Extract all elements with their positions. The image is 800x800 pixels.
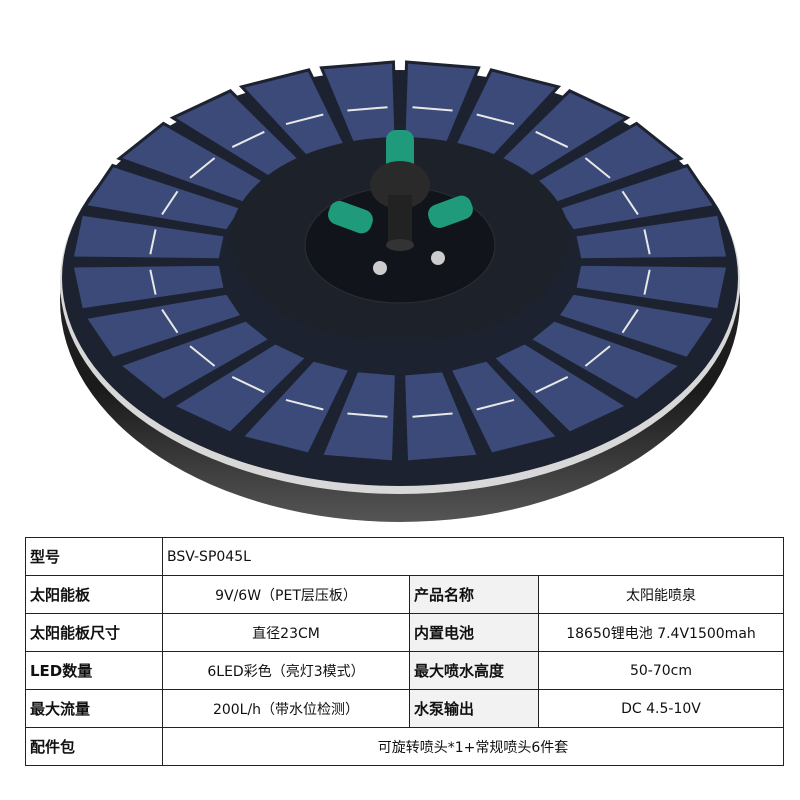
table-row: LED数量 6LED彩色（亮灯3模式） 最大喷水高度 50-70cm bbox=[25, 651, 784, 690]
spec-value: DC 4.5-10V bbox=[538, 689, 784, 728]
table-row: 太阳能板尺寸 直径23CM 内置电池 18650锂电池 7.4V1500mah bbox=[25, 613, 784, 652]
cell-busbar bbox=[161, 308, 179, 334]
solar-cell bbox=[169, 341, 310, 435]
cell-busbar bbox=[643, 269, 651, 295]
solar-panel-segments bbox=[70, 60, 730, 464]
cell-busbar bbox=[535, 376, 569, 394]
spec-value: 18650锂电池 7.4V1500mah bbox=[538, 613, 784, 652]
spec-label: 最大流量 bbox=[25, 689, 163, 728]
solar-cell bbox=[70, 212, 228, 262]
spec-value: 太阳能喷泉 bbox=[538, 575, 784, 614]
spec-label: 最大喷水高度 bbox=[409, 651, 539, 690]
spec-table: 型号 BSV-SP045L 太阳能板 9V/6W（PET层压板） 产品名称 太阳… bbox=[25, 537, 784, 766]
solar-cell bbox=[572, 262, 730, 312]
cell-busbar bbox=[412, 106, 453, 112]
spec-value: 直径23CM bbox=[162, 613, 410, 652]
solar-cell bbox=[402, 369, 481, 464]
cell-busbar bbox=[621, 308, 639, 334]
spec-value: 可旋转喷头*1+常规喷头6件套 bbox=[162, 727, 784, 766]
cell-busbar bbox=[189, 345, 216, 367]
solar-cell bbox=[82, 291, 245, 361]
nozzle-assembly bbox=[328, 130, 473, 275]
cell-busbar bbox=[476, 398, 515, 411]
cell-busbar bbox=[161, 190, 179, 216]
cell-busbar bbox=[149, 229, 157, 255]
cell-busbar bbox=[231, 376, 265, 394]
cell-busbar bbox=[347, 412, 388, 418]
solar-cell bbox=[319, 369, 398, 464]
table-row: 太阳能板 9V/6W（PET层压板） 产品名称 太阳能喷泉 bbox=[25, 575, 784, 614]
solar-cell bbox=[116, 318, 273, 403]
spec-label: 太阳能板 bbox=[25, 575, 163, 614]
solar-cell bbox=[555, 163, 718, 233]
spec-label: 水泵输出 bbox=[409, 689, 539, 728]
spec-label: 太阳能板尺寸 bbox=[25, 613, 163, 652]
cell-busbar bbox=[285, 398, 324, 411]
solar-cell bbox=[238, 358, 353, 456]
solar-cell bbox=[490, 341, 631, 435]
solar-cell bbox=[447, 358, 562, 456]
cell-busbar bbox=[149, 269, 157, 295]
cell-busbar bbox=[189, 157, 216, 179]
cell-busbar bbox=[476, 113, 515, 126]
spec-value: 50-70cm bbox=[538, 651, 784, 690]
table-row: 配件包 可旋转喷头*1+常规喷头6件套 bbox=[25, 727, 784, 766]
cell-busbar bbox=[584, 157, 611, 179]
cell-busbar bbox=[347, 106, 388, 112]
spec-value: 6LED彩色（亮灯3模式） bbox=[162, 651, 410, 690]
solar-cell bbox=[70, 262, 228, 312]
cell-busbar bbox=[643, 229, 651, 255]
spec-value: 200L/h（带水位检测） bbox=[162, 689, 410, 728]
spec-label: LED数量 bbox=[25, 651, 163, 690]
cell-busbar bbox=[621, 190, 639, 216]
spec-label: 产品名称 bbox=[409, 575, 539, 614]
spec-value: 9V/6W（PET层压板） bbox=[162, 575, 410, 614]
cell-busbar bbox=[535, 130, 569, 148]
cell-busbar bbox=[584, 345, 611, 367]
solar-fountain-image bbox=[60, 60, 740, 522]
spec-value: BSV-SP045L bbox=[162, 537, 784, 576]
spec-label: 内置电池 bbox=[409, 613, 539, 652]
cell-busbar bbox=[285, 113, 324, 126]
solar-cell bbox=[555, 291, 718, 361]
table-row: 最大流量 200L/h（带水位检测） 水泵输出 DC 4.5-10V bbox=[25, 689, 784, 728]
cell-busbar bbox=[412, 412, 453, 418]
solar-cell bbox=[527, 318, 684, 403]
spec-label: 配件包 bbox=[25, 727, 163, 766]
cell-busbar bbox=[231, 130, 265, 148]
table-row: 型号 BSV-SP045L bbox=[25, 537, 784, 576]
solar-cell bbox=[572, 212, 730, 262]
spec-label: 型号 bbox=[25, 537, 163, 576]
